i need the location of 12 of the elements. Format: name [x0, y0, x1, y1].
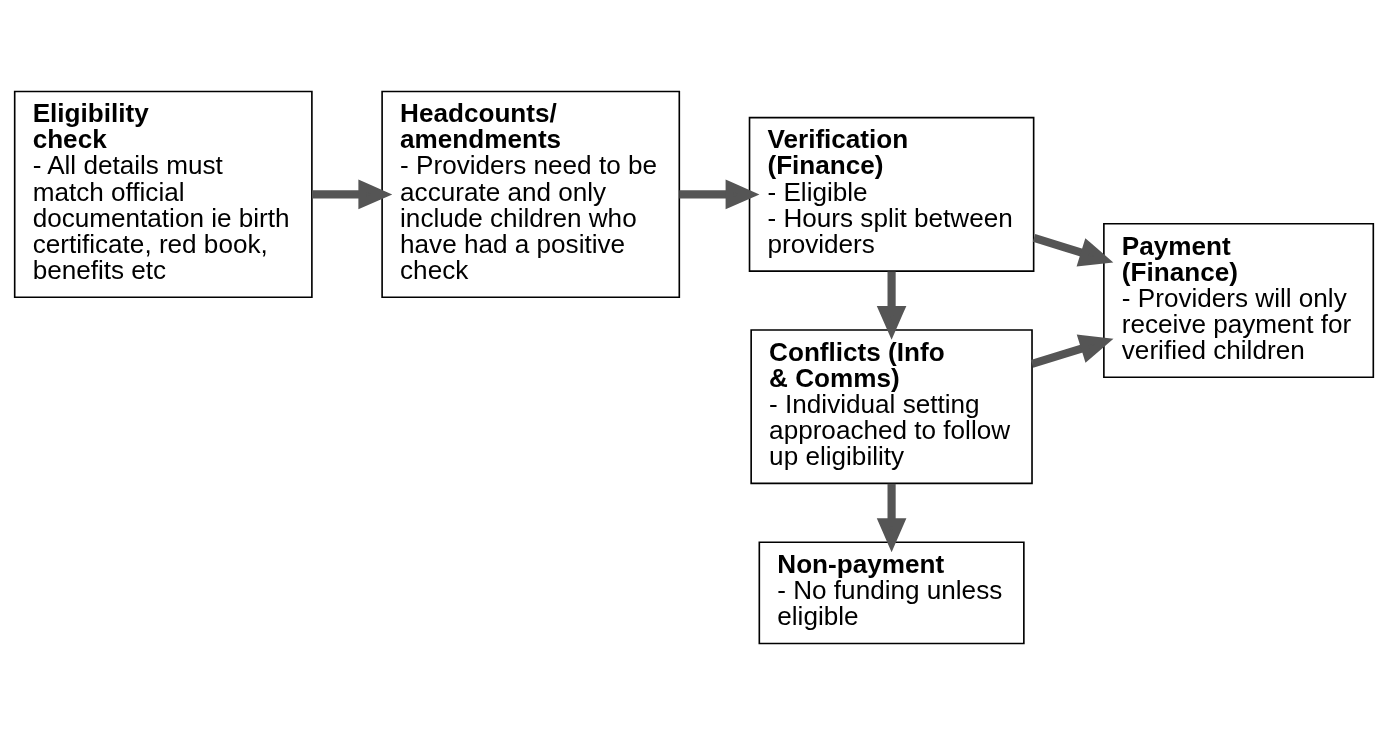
arrow — [1032, 233, 1114, 267]
node-box: Non-payment - No funding unless eligible — [758, 540, 1025, 644]
arrow — [1030, 334, 1114, 368]
arrow — [876, 271, 907, 340]
arrow — [679, 179, 760, 209]
node-box: Payment (Finance) - Providers will only receive payment for verified children — [1103, 222, 1375, 378]
node-box: Verification (Finance) - Eligible - Hours split between providers — [748, 116, 1035, 272]
arrow — [312, 179, 393, 209]
node-box: Headcounts/ amendments - Providers need to be accurate and only include children who have had a positive check — [381, 90, 681, 298]
node-box: Eligibility check - All details must match official documentation ie birth certificate, red book, benefits etc — [13, 90, 313, 298]
arrow — [876, 483, 907, 552]
node-box: Conflicts (Info & Comms) - Individual setting approached to follow up eligibility — [750, 328, 1033, 484]
